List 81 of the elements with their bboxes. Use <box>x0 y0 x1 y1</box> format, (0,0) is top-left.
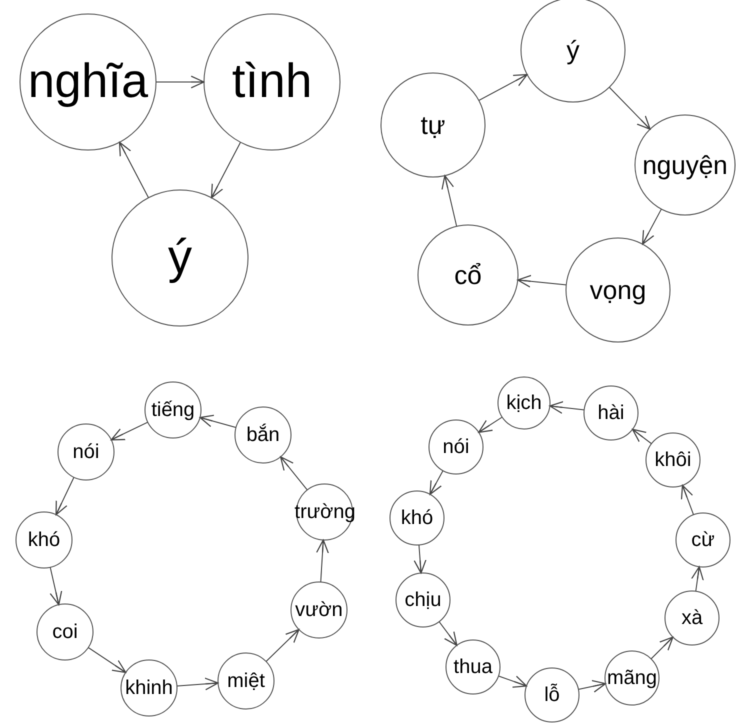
word-circle <box>144 382 202 438</box>
word-circle <box>204 14 340 150</box>
arrow <box>280 456 308 491</box>
word-circle <box>290 582 348 638</box>
arrow <box>478 416 503 433</box>
word-circle <box>120 660 178 716</box>
arrow <box>680 484 694 516</box>
arrow <box>118 142 149 198</box>
word-circle <box>112 190 248 326</box>
word-label: vọng <box>590 277 646 303</box>
word-label: nguyện <box>642 152 728 178</box>
word-label: khôi <box>654 450 692 470</box>
word-label: khó <box>28 530 60 550</box>
word-circle <box>20 14 156 150</box>
arrow <box>199 414 237 428</box>
word-label: lỗ <box>544 685 560 705</box>
arrow <box>88 647 126 674</box>
arrow <box>414 544 426 574</box>
word-circle <box>646 432 700 488</box>
arrow <box>55 476 74 516</box>
word-label: nói <box>442 437 470 457</box>
word-label: tự <box>420 112 446 138</box>
word-circle <box>664 590 720 646</box>
word-label: nói <box>72 442 100 462</box>
word-circle <box>380 72 486 178</box>
arrow <box>210 142 241 198</box>
word-label: hài <box>598 403 624 423</box>
word-circle <box>634 114 736 216</box>
arrow <box>438 621 458 646</box>
arrow <box>441 175 458 227</box>
word-circle <box>676 512 730 568</box>
word-label: bắn <box>246 425 280 445</box>
arrow <box>478 74 528 101</box>
word-circle <box>428 420 484 474</box>
word-label: chịu <box>404 590 442 610</box>
arrow <box>429 470 444 495</box>
arrow <box>608 86 651 130</box>
word-circle <box>524 668 580 722</box>
word-circle <box>446 640 500 694</box>
arrow <box>316 539 329 583</box>
word-label: cổ <box>454 262 482 288</box>
word-label: cừ <box>691 530 715 550</box>
arrow <box>517 274 567 288</box>
arrow <box>691 566 704 592</box>
word-circle <box>498 376 550 430</box>
word-circle <box>36 604 94 660</box>
word-circle <box>604 650 660 706</box>
word-label: tiếng <box>151 400 195 420</box>
word-label: miệt <box>227 671 265 691</box>
word-label: xà <box>681 608 703 628</box>
arrow <box>642 208 662 245</box>
word-circle <box>218 652 274 710</box>
word-circle <box>584 386 638 440</box>
word-label: tình <box>232 58 312 106</box>
word-label: coi <box>52 622 78 642</box>
arrow <box>110 422 148 440</box>
word-circle <box>418 224 518 326</box>
word-circle <box>566 238 670 342</box>
arrow <box>156 76 205 88</box>
word-label: ý <box>566 37 580 63</box>
word-circle <box>16 512 72 568</box>
word-label: vườn <box>295 600 343 620</box>
word-circle <box>396 572 450 628</box>
word-circle <box>390 490 444 546</box>
word-label: mãng <box>606 668 658 688</box>
arrow <box>498 676 528 688</box>
word-circle <box>58 424 114 480</box>
arrow <box>650 636 674 660</box>
word-label: khinh <box>125 678 173 698</box>
arrow <box>549 401 585 414</box>
word-label: thua <box>454 657 492 677</box>
word-label: ý <box>168 234 192 282</box>
arrow <box>176 678 219 690</box>
arrow <box>266 628 300 662</box>
arrow <box>632 428 652 444</box>
word-label: nghĩa <box>28 58 148 106</box>
arrow <box>50 566 62 606</box>
word-label: khó <box>400 508 434 528</box>
arrow <box>578 680 606 693</box>
word-label: kịch <box>506 393 542 413</box>
word-circle <box>234 406 292 464</box>
